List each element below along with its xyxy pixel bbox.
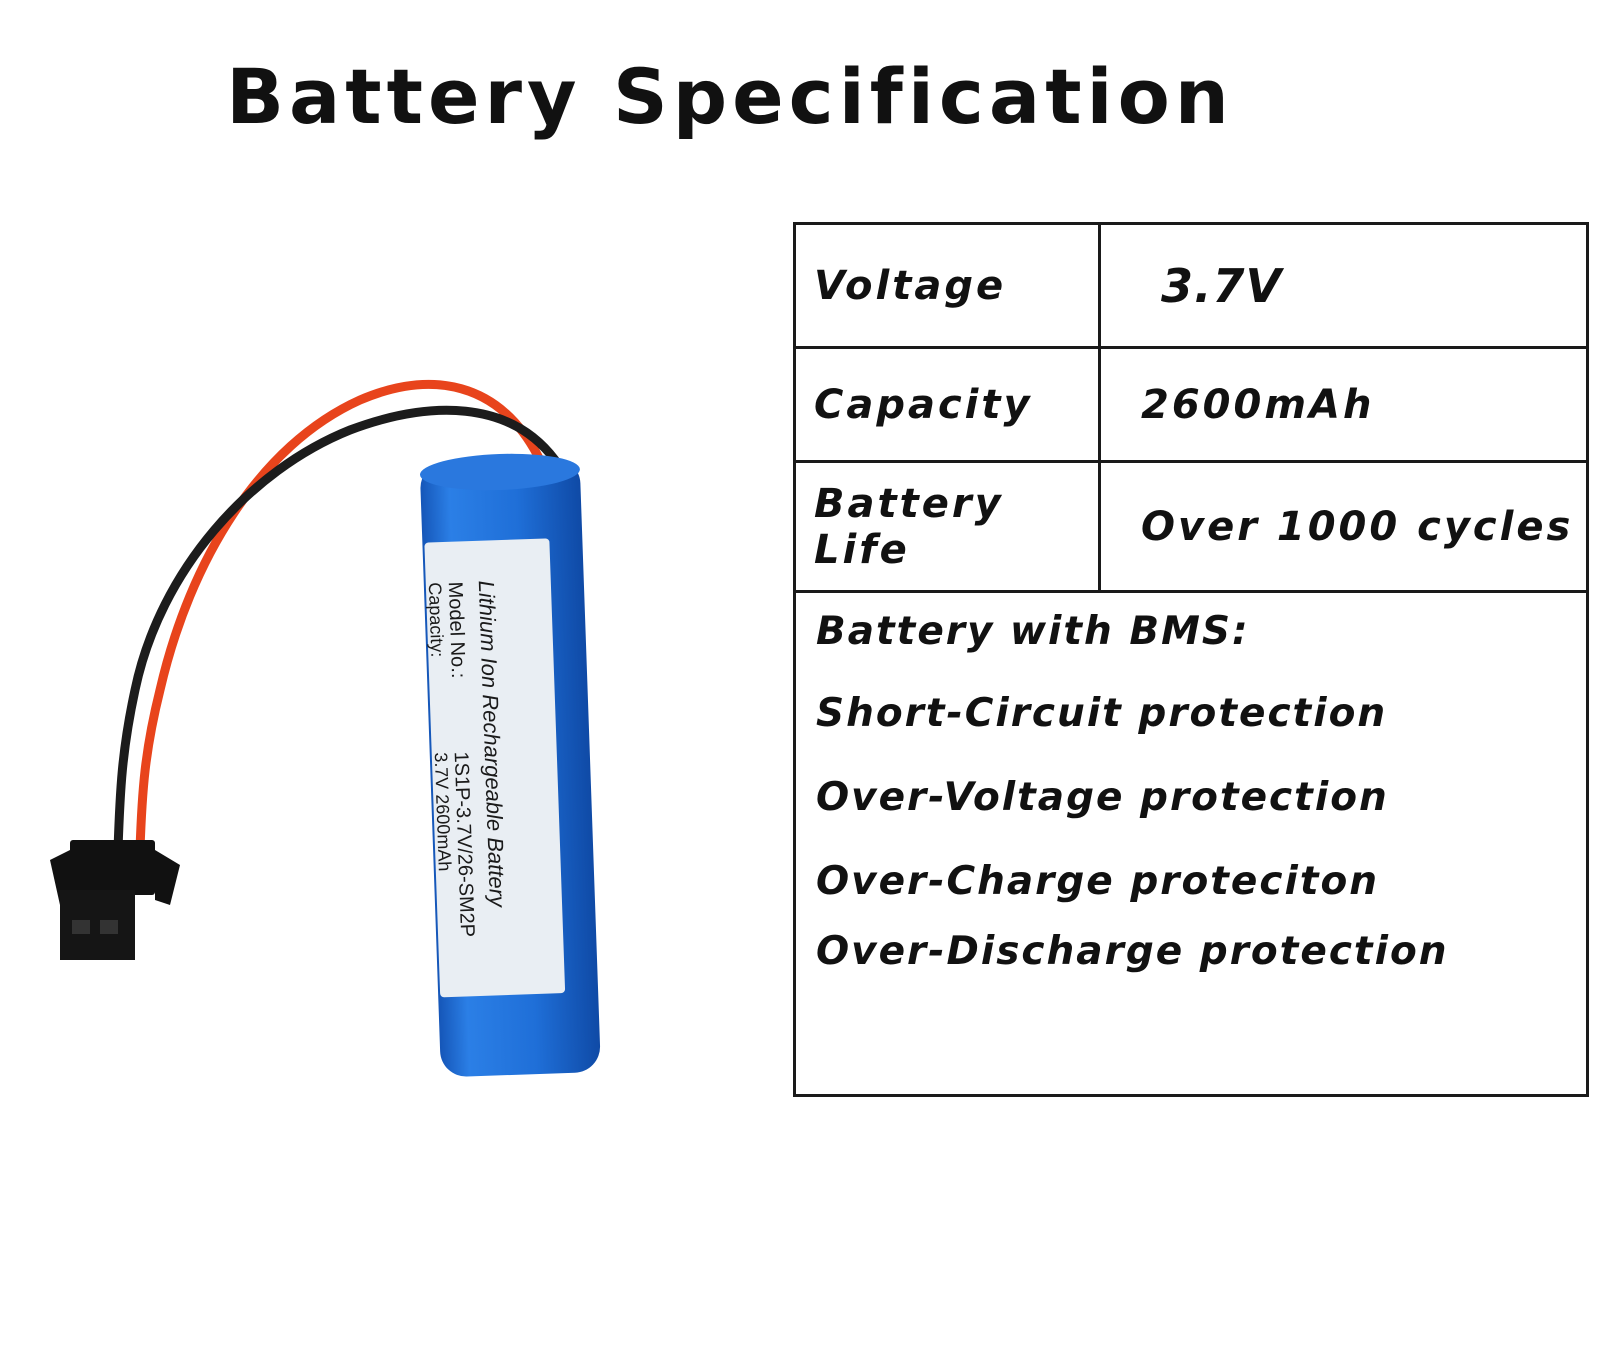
spec-key: Capacity [814, 381, 1033, 428]
spec-value: 3.7V [1098, 225, 1586, 346]
spec-value: 2600mAh [1098, 349, 1586, 460]
black-wire [113, 405, 560, 855]
bms-item: Over-Charge proteciton [816, 859, 1380, 904]
battery-label-model-key: Model No.: [444, 581, 469, 678]
spec-value: Over 1000 cycles [1098, 463, 1586, 590]
spec-key: Voltage [814, 262, 1007, 309]
battery-cell: Lithium Ion Rechargeable Battery Model N… [419, 453, 601, 1077]
bms-item: Over-Discharge protection [816, 929, 1449, 974]
page-title: Battery Specification [226, 52, 1234, 141]
bms-item: Over-Voltage protection [816, 775, 1389, 820]
bms-heading: Battery with BMS: [816, 609, 1250, 654]
bms-item: Short-Circuit protection [816, 691, 1388, 736]
spec-row-capacity: Capacity 2600mAh [796, 349, 1586, 463]
spec-key: Battery Life [814, 480, 1004, 573]
spec-row-voltage: Voltage 3.7V [796, 225, 1586, 349]
connector-plug [50, 840, 180, 960]
battery-label-capacity-value: 3.7V 2600mAh [431, 752, 455, 872]
battery-product-image: Lithium Ion Rechargeable Battery Model N… [30, 360, 630, 1120]
battery-label-capacity-key: Capacity: [425, 582, 448, 658]
spec-table: Voltage 3.7V Capacity 2600mAh Battery Li… [793, 222, 1589, 1097]
spec-row-battery-life: Battery Life Over 1000 cycles [796, 463, 1586, 593]
